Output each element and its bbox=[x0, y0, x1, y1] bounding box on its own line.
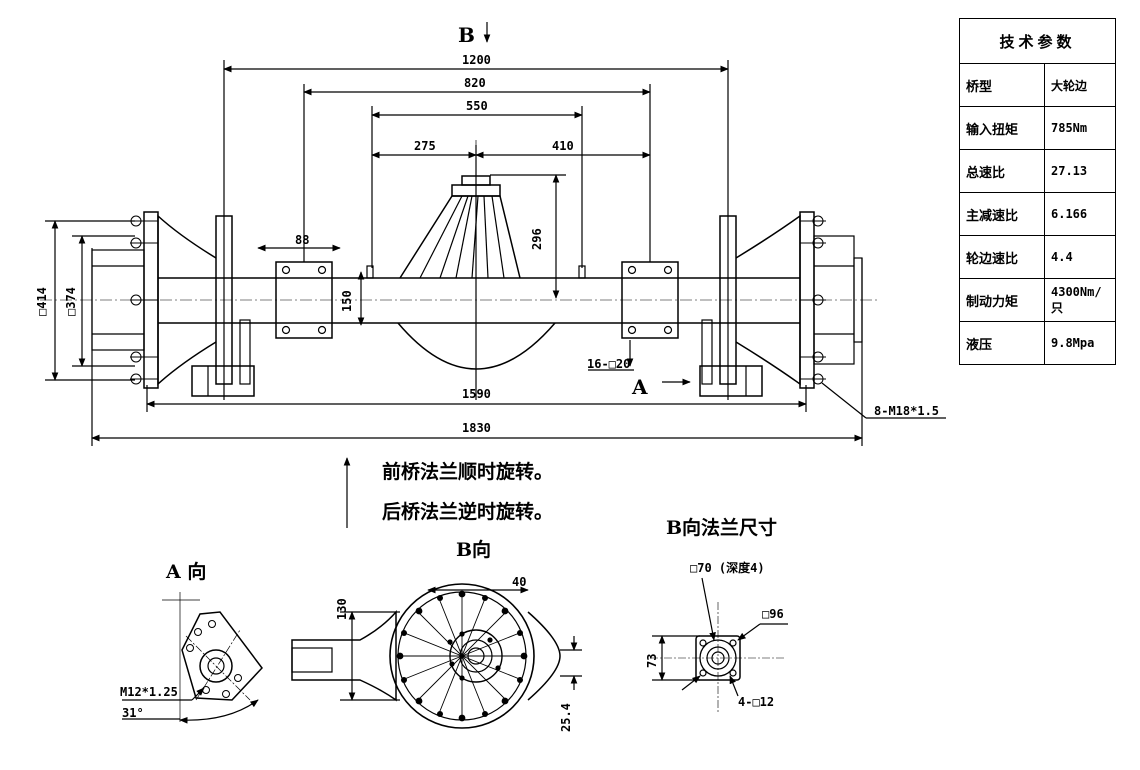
spec-value: 大轮边 bbox=[1044, 63, 1116, 107]
spec-table-header: 技术参数 bbox=[959, 18, 1116, 64]
note-front-axle: 前桥法兰顺时旋转。 bbox=[382, 460, 553, 483]
spec-value: 4.4 bbox=[1044, 235, 1116, 279]
dim-296: 296 bbox=[530, 228, 544, 250]
bolts-label: 8-M18*1.5 bbox=[874, 404, 939, 418]
dim-1590: 1590 bbox=[462, 387, 491, 401]
dim-414: □414 bbox=[35, 287, 49, 316]
section-mark-b: B bbox=[458, 23, 475, 47]
dim-410: 410 bbox=[552, 139, 574, 153]
dim-25-4: 25.4 bbox=[559, 703, 573, 732]
dim-1200: 1200 bbox=[462, 53, 491, 67]
dim-374: □374 bbox=[64, 287, 78, 316]
view-a bbox=[122, 592, 263, 724]
spec-label: 制动力矩 bbox=[959, 278, 1045, 322]
table-row: 主减速比 6.166 bbox=[959, 192, 1116, 236]
spec-value: 785Nm bbox=[1044, 106, 1116, 150]
table-row: 总速比 27.13 bbox=[959, 149, 1116, 193]
dim-88: 88 bbox=[295, 233, 309, 247]
spec-label: 液压 bbox=[959, 321, 1045, 365]
spec-label: 主减速比 bbox=[959, 192, 1045, 236]
spec-value: 27.13 bbox=[1044, 149, 1116, 193]
flange-holes: 4-□12 bbox=[738, 695, 774, 709]
spec-value: 6.166 bbox=[1044, 192, 1116, 236]
dim-40: 40 bbox=[512, 575, 526, 589]
flange-d96: □96 bbox=[762, 607, 784, 621]
spec-label: 输入扭矩 bbox=[959, 106, 1045, 150]
note-rear-axle: 后桥法兰逆时旋转。 bbox=[382, 500, 553, 523]
spec-label: 轮边速比 bbox=[959, 235, 1045, 279]
dim-130: 130 bbox=[335, 598, 349, 620]
table-row: 输入扭矩 785Nm bbox=[959, 106, 1116, 150]
spec-value: 4300Nm/只 bbox=[1044, 278, 1116, 322]
flange-title: B向法兰尺寸 bbox=[666, 516, 777, 539]
table-row: 桥型 大轮边 bbox=[959, 63, 1116, 107]
holes-label: 16-□20 bbox=[587, 357, 630, 371]
dim-275: 275 bbox=[414, 139, 436, 153]
table-row: 轮边速比 4.4 bbox=[959, 235, 1116, 279]
spec-label: 总速比 bbox=[959, 149, 1045, 193]
spec-value: 9.8Mpa bbox=[1044, 321, 1116, 365]
spec-table: 技术参数 桥型 大轮边 输入扭矩 785Nm 总速比 27.13 主减速比 6.… bbox=[959, 18, 1116, 365]
flange-d70: □70 (深度4) bbox=[690, 560, 765, 575]
thread-label: M12*1.25 bbox=[120, 685, 178, 699]
angle-label: 31° bbox=[122, 706, 144, 720]
view-b bbox=[291, 583, 582, 729]
flange-d73: 73 bbox=[645, 654, 659, 668]
table-row: 制动力矩 4300Nm/只 bbox=[959, 278, 1116, 322]
view-a-title: A 向 bbox=[165, 560, 206, 583]
dim-820: 820 bbox=[464, 76, 486, 90]
dim-150: 150 bbox=[340, 290, 354, 312]
table-row: 液压 9.8Mpa bbox=[959, 321, 1116, 365]
view-b-title: B向 bbox=[456, 538, 491, 561]
spec-label: 桥型 bbox=[959, 63, 1045, 107]
main-view bbox=[40, 22, 946, 446]
view-a-arrow-label: A bbox=[631, 375, 648, 399]
dim-1830: 1830 bbox=[462, 421, 491, 435]
dim-550: 550 bbox=[466, 99, 488, 113]
view-b-flange bbox=[650, 577, 788, 714]
